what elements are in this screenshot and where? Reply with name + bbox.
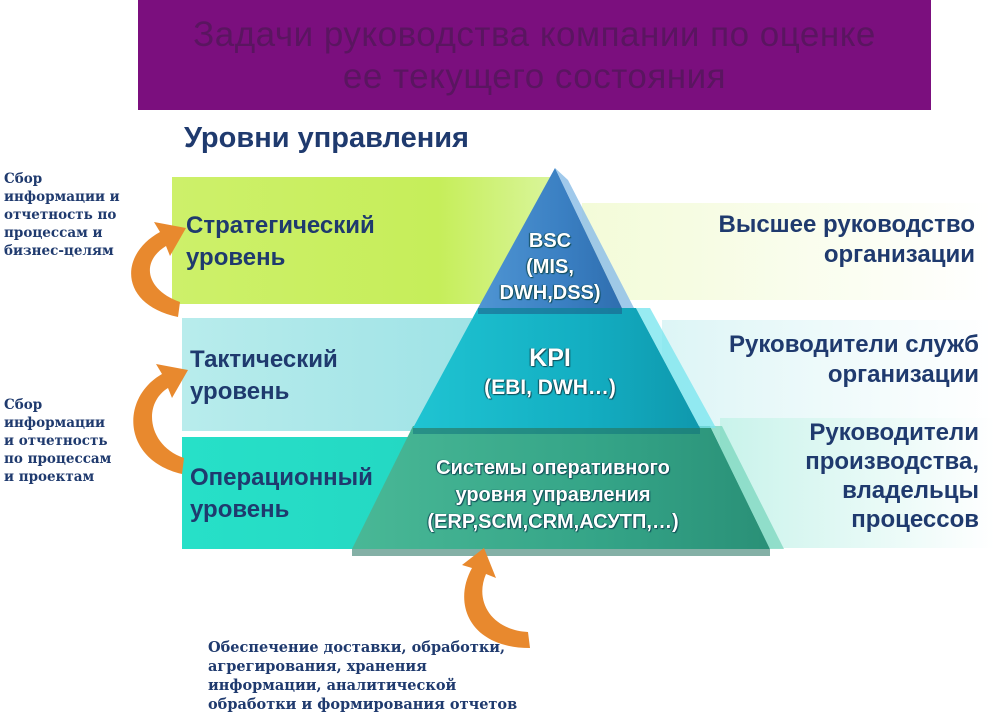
curved-arrow-icon bbox=[131, 222, 186, 317]
side-note-top: Сбор информации и отчетность по процесса… bbox=[4, 171, 120, 259]
tactical-band-right bbox=[662, 320, 992, 430]
curved-arrow-icon bbox=[133, 364, 188, 474]
pyramid-middle-text: KPI (EBI, DWH…) bbox=[484, 344, 616, 399]
title-line-1: Задачи руководства компании по оценке bbox=[193, 15, 876, 54]
title-banner bbox=[138, 0, 931, 110]
curved-arrow-icon bbox=[462, 548, 530, 648]
level-name-operational: Операционный уровень bbox=[190, 464, 373, 523]
page-title: Задачи руководства компании по оценке ее… bbox=[138, 14, 931, 98]
side-note-bottom: Обеспечение доставки, обработки, агрегир… bbox=[208, 639, 518, 713]
title-line-2: ее текущего состояния bbox=[342, 57, 727, 96]
level-name-strategic: Стратегический уровень bbox=[186, 212, 375, 271]
pyramid-top-segment bbox=[478, 168, 634, 314]
strategic-band-right bbox=[582, 203, 992, 300]
pyramid-bottom-segment bbox=[352, 426, 784, 556]
side-note-middle: Сбор информации и отчетность по процесса… bbox=[4, 397, 112, 485]
strategic-band bbox=[172, 177, 552, 304]
managers-operational: Руководители производства, владельцы про… bbox=[805, 419, 979, 533]
managers-strategic: Высшее руководство организации bbox=[718, 211, 976, 268]
subtitle: Уровни управления bbox=[184, 122, 469, 154]
pyramid-bottom-text: Системы оперативного уровня управления (… bbox=[427, 457, 679, 533]
managers-tactical: Руководители служб организации bbox=[728, 331, 979, 388]
level-name-tactical: Тактический уровень bbox=[190, 346, 338, 405]
pyramid-middle-segment bbox=[413, 308, 716, 434]
pyramid-top-text: BSC (MIS, DWH,DSS) bbox=[499, 230, 601, 304]
